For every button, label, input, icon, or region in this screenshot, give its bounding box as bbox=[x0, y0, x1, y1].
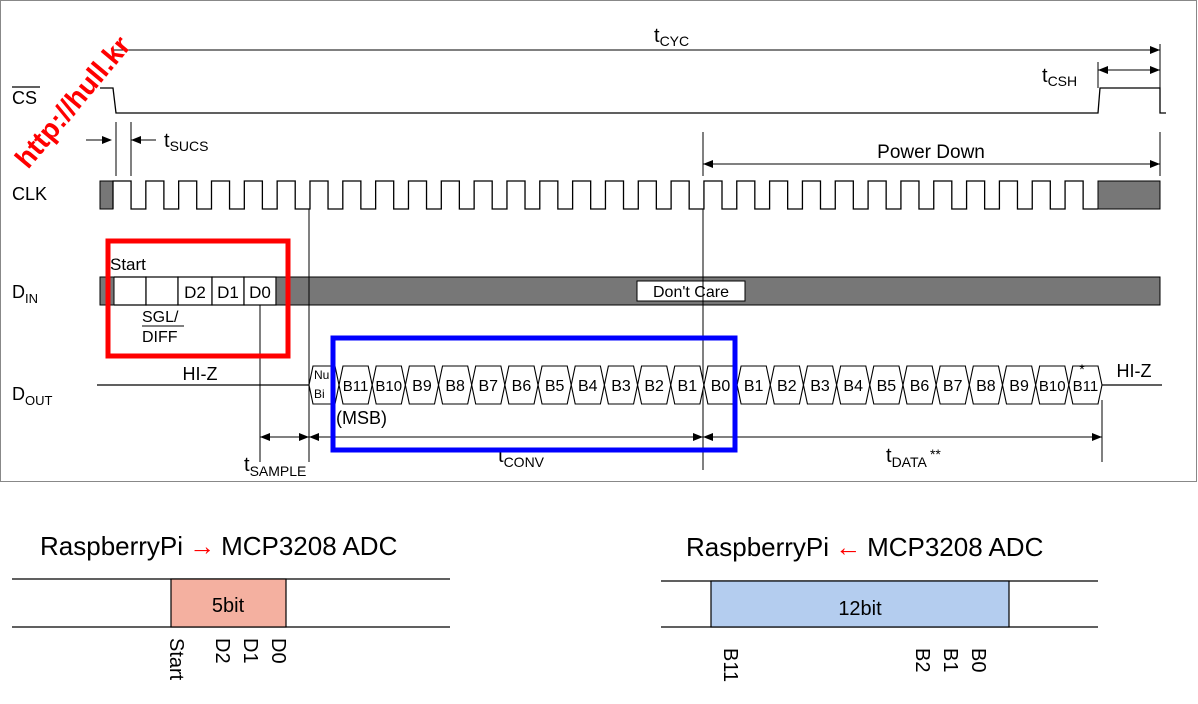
tconv-label: tCONV bbox=[498, 445, 545, 470]
dout-bit-label: B3 bbox=[611, 378, 631, 395]
tsucs-marker: tSUCS bbox=[86, 122, 208, 176]
diff-label: DIFF bbox=[142, 329, 178, 346]
left-panel: RaspberryPi→MCP3208 ADC 5bit Start D2 D1… bbox=[12, 531, 450, 681]
din-bit-d2: D2 bbox=[184, 283, 206, 302]
clk-label: CLK bbox=[12, 184, 47, 204]
dout-highlight-box bbox=[330, 335, 738, 453]
dont-care-box bbox=[636, 280, 746, 302]
null-bit-text-2: Bi bbox=[314, 387, 325, 401]
dout-bit-label: B5 bbox=[877, 378, 897, 395]
dout-bit-label: B7 bbox=[478, 378, 498, 395]
left-bit-d1: D1 bbox=[239, 638, 261, 664]
hiz-right-label: HI-Z bbox=[1117, 361, 1152, 381]
asterisk-mark: * bbox=[1079, 361, 1085, 377]
dout-bit-label: B0 bbox=[711, 378, 731, 395]
left-panel-title: RaspberryPi→MCP3208 ADC bbox=[40, 531, 397, 561]
power-down-label: Power Down bbox=[877, 142, 985, 163]
clk-idle-block-right bbox=[1097, 180, 1161, 210]
tcyc-label: tCYC bbox=[654, 25, 689, 49]
din-d2-cell bbox=[177, 276, 213, 306]
tcsh-arrowhead-left bbox=[1098, 66, 1108, 74]
din-bit-d1: D1 bbox=[217, 283, 239, 302]
dout-bit-label: B2 bbox=[777, 378, 797, 395]
cs-label: CS bbox=[12, 88, 37, 108]
dout-bit-label: B6 bbox=[512, 378, 532, 395]
hiz-left-label: HI-Z bbox=[183, 364, 218, 384]
dont-care-label: Don't Care bbox=[653, 284, 729, 301]
dout-bit-label: B2 bbox=[644, 378, 664, 395]
tsucs-label: tSUCS bbox=[164, 130, 208, 154]
tcsh-label: tCSH bbox=[1042, 65, 1077, 89]
dout-bit-label: B8 bbox=[445, 378, 465, 395]
dout-bit-label: B5 bbox=[545, 378, 565, 395]
clk-row: CLK bbox=[12, 180, 1161, 210]
dout-label: DOUT bbox=[12, 384, 53, 408]
dout-bit-label: B6 bbox=[910, 378, 930, 395]
dout-bit-label: B9 bbox=[412, 378, 432, 395]
tcyc-arrowhead bbox=[1150, 46, 1160, 54]
power-down-marker: Power Down bbox=[702, 132, 1161, 176]
right-panel-title: RaspberryPi←MCP3208 ADC bbox=[686, 532, 1043, 562]
right-panel: RaspberryPi←MCP3208 ADC 12bit B11 B2 B1 … bbox=[661, 532, 1098, 682]
right-bit-b2: B2 bbox=[911, 648, 933, 672]
left-bit-start: Start bbox=[165, 638, 187, 681]
tsample-label: tSAMPLE bbox=[244, 454, 306, 479]
dout-bit-label: B11 bbox=[343, 378, 369, 395]
dout-bit-label: B9 bbox=[1009, 378, 1029, 395]
right-bit-b1: B1 bbox=[939, 648, 961, 672]
sgl-label: SGL/ bbox=[142, 309, 179, 326]
dout-bit-cells: B11 B10 B9 B8 B7 B6 B5 B4 B3 B2 B1 B0 B1 B2 B3 B4 B5 B6 B7… bbox=[338, 365, 1103, 405]
left-box-label: 5bit bbox=[212, 595, 245, 617]
clk-waveform bbox=[112, 180, 1098, 210]
right-bit-b11: B11 bbox=[719, 648, 741, 682]
dout-bit-label: B4 bbox=[843, 378, 863, 395]
dout-bit-label: B1 bbox=[744, 378, 764, 395]
tdata-marker: tDATA ** bbox=[703, 433, 1102, 470]
dout-bit-label: B11 bbox=[1073, 378, 1099, 395]
tconv-marker: tCONV bbox=[309, 433, 703, 470]
dout-bit-label: B4 bbox=[578, 378, 598, 395]
clk-idle-block-left bbox=[99, 180, 114, 210]
null-bit-text-1: Nu bbox=[314, 368, 329, 382]
tsample-marker: tSAMPLE bbox=[244, 433, 309, 479]
tdata-label: tDATA ** bbox=[886, 445, 941, 470]
cs-row: CS tCYC tCSH bbox=[12, 25, 1166, 114]
dout-bit-label: B1 bbox=[678, 378, 698, 395]
start-label: Start bbox=[110, 255, 146, 274]
din-bit-d0: D0 bbox=[249, 283, 271, 302]
cs-waveform bbox=[100, 87, 1166, 114]
right-bit-b0: B0 bbox=[967, 648, 989, 672]
dout-bit-label: B10 bbox=[1039, 378, 1066, 395]
dout-bit-label: B3 bbox=[810, 378, 830, 395]
left-bit-d2: D2 bbox=[211, 638, 233, 664]
din-highlight-box bbox=[105, 238, 291, 359]
tcsh-arrowhead-right bbox=[1150, 66, 1160, 74]
dout-bit-label: B10 bbox=[375, 378, 402, 395]
left-bit-d0: D0 bbox=[267, 638, 289, 664]
msb-label: (MSB) bbox=[336, 408, 387, 428]
right-box-label: 12bit bbox=[838, 598, 882, 620]
dout-bit-label: B8 bbox=[976, 378, 996, 395]
din-row: DIN D2 D1 D0 Don't Care Start SGL/ DIFF bbox=[12, 255, 1161, 346]
dout-bit-label: B7 bbox=[943, 378, 963, 395]
right-12bit-box bbox=[710, 580, 1010, 628]
din-sgl-bit bbox=[145, 276, 179, 306]
left-5bit-box bbox=[170, 578, 287, 628]
din-label: DIN bbox=[12, 282, 38, 306]
